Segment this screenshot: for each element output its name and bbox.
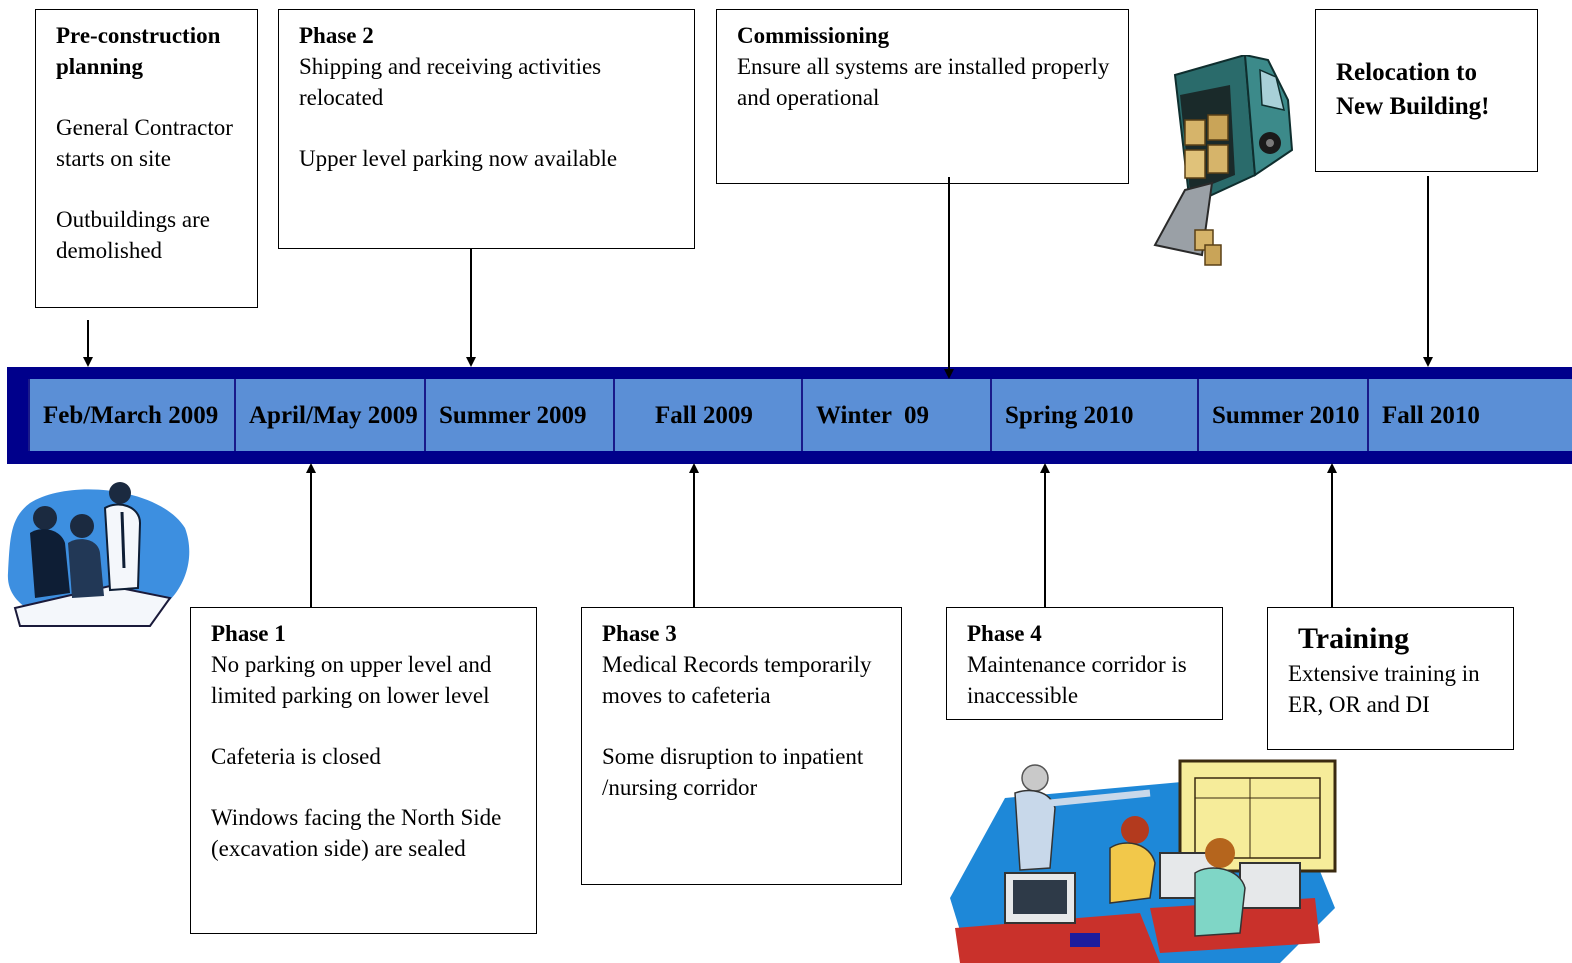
preconstruction-text-2: Outbuildings are demolished bbox=[56, 207, 210, 263]
period-winter-09: Winter 09 bbox=[801, 379, 990, 451]
commissioning-box: Commissioning Ensure all systems are ins… bbox=[716, 9, 1129, 184]
timeline-bar-fill bbox=[28, 379, 1572, 451]
phase3-title: Phase 3 bbox=[602, 621, 677, 646]
training-box: Training Extensive training in ER, OR an… bbox=[1267, 607, 1514, 750]
computer-training-clipart bbox=[950, 759, 1337, 963]
period-summer-2010: Summer 2010 bbox=[1197, 379, 1367, 451]
phase2-box: Phase 2 Shipping and receiving activitie… bbox=[278, 9, 695, 249]
preconstruction-title: Pre-construction planning bbox=[56, 23, 221, 79]
preconstruction-text-1: General Contractor starts on site bbox=[56, 115, 233, 171]
relocation-title: Relocation to New Building! bbox=[1336, 59, 1490, 120]
phase3-box: Phase 3 Medical Records temporarily move… bbox=[581, 607, 902, 885]
phase2-text-2: Upper level parking now available bbox=[299, 146, 618, 171]
phase1-box: Phase 1 No parking on upper level and li… bbox=[190, 607, 537, 934]
planning-team-clipart bbox=[7, 482, 190, 627]
phase2-title: Phase 2 bbox=[299, 23, 374, 48]
period-summer-2009: Summer 2009 bbox=[424, 379, 613, 451]
period-spring-2010: Spring 2010 bbox=[990, 379, 1197, 451]
period-fall-2009: Fall 2009 bbox=[613, 379, 801, 451]
phase1-text-1: No parking on upper level and limited pa… bbox=[211, 652, 492, 708]
phase1-title: Phase 1 bbox=[211, 621, 286, 646]
phase1-text-2: Cafeteria is closed bbox=[211, 744, 381, 769]
moving-truck-clipart bbox=[1153, 55, 1294, 266]
phase4-title: Phase 4 bbox=[967, 621, 1042, 646]
period-april-may-2009: April/May 2009 bbox=[234, 379, 424, 451]
phase1-text-3: Windows facing the North Side (excavatio… bbox=[211, 805, 502, 861]
training-title: Training bbox=[1298, 622, 1410, 655]
phase2-text-1: Shipping and receiving activities reloca… bbox=[299, 54, 602, 110]
phase4-text-1: Maintenance corridor is inaccessible bbox=[967, 652, 1187, 708]
commissioning-title: Commissioning bbox=[737, 23, 890, 48]
phase3-text-2: Some disruption to inpatient /nursing co… bbox=[602, 744, 864, 800]
preconstruction-box: Pre-construction planning General Contra… bbox=[35, 9, 258, 308]
period-fall-2010: Fall 2010 bbox=[1367, 379, 1572, 451]
period-feb-march-2009: Feb/March 2009 bbox=[28, 379, 234, 451]
relocation-box: Relocation to New Building! bbox=[1315, 9, 1538, 172]
training-text-1: Extensive training in ER, OR and DI bbox=[1288, 661, 1480, 717]
commissioning-text-1: Ensure all systems are installed properl… bbox=[737, 54, 1110, 110]
phase4-box: Phase 4 Maintenance corridor is inaccess… bbox=[946, 607, 1223, 720]
phase3-text-1: Medical Records temporarily moves to caf… bbox=[602, 652, 872, 708]
